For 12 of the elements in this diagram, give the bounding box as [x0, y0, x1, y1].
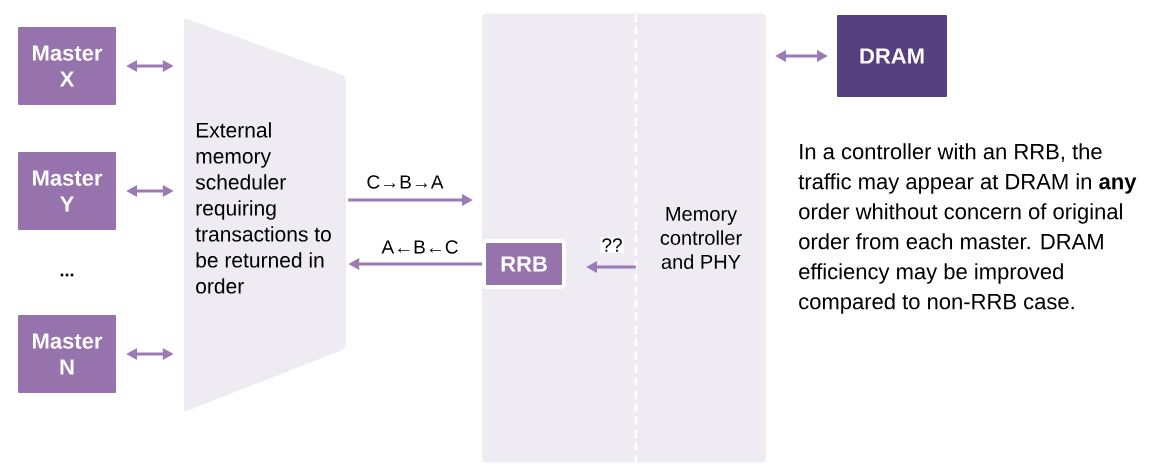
ellipsis: ... — [60, 273, 74, 277]
edge-label: C→B→A — [367, 175, 444, 189]
master-box: Master Y — [14, 148, 120, 234]
controller-region: Memory controller and PHY — [634, 13, 742, 463]
master-box: Master N — [14, 311, 120, 397]
dram-box: DRAM — [833, 11, 951, 101]
controller-panel — [478, 9, 770, 467]
note-paragraph: In a controller with an RRB, the traffic may appear at DRAM in any order whithout concern of original order from each master. DRAM efficiency may be improved compared to non-RRB case. — [798, 143, 1137, 314]
master-box: Master X — [14, 23, 120, 109]
edge-label: A←B←C — [381, 240, 458, 254]
edge-label: ?? — [602, 238, 622, 252]
buffer-box: RRB — [482, 239, 566, 289]
